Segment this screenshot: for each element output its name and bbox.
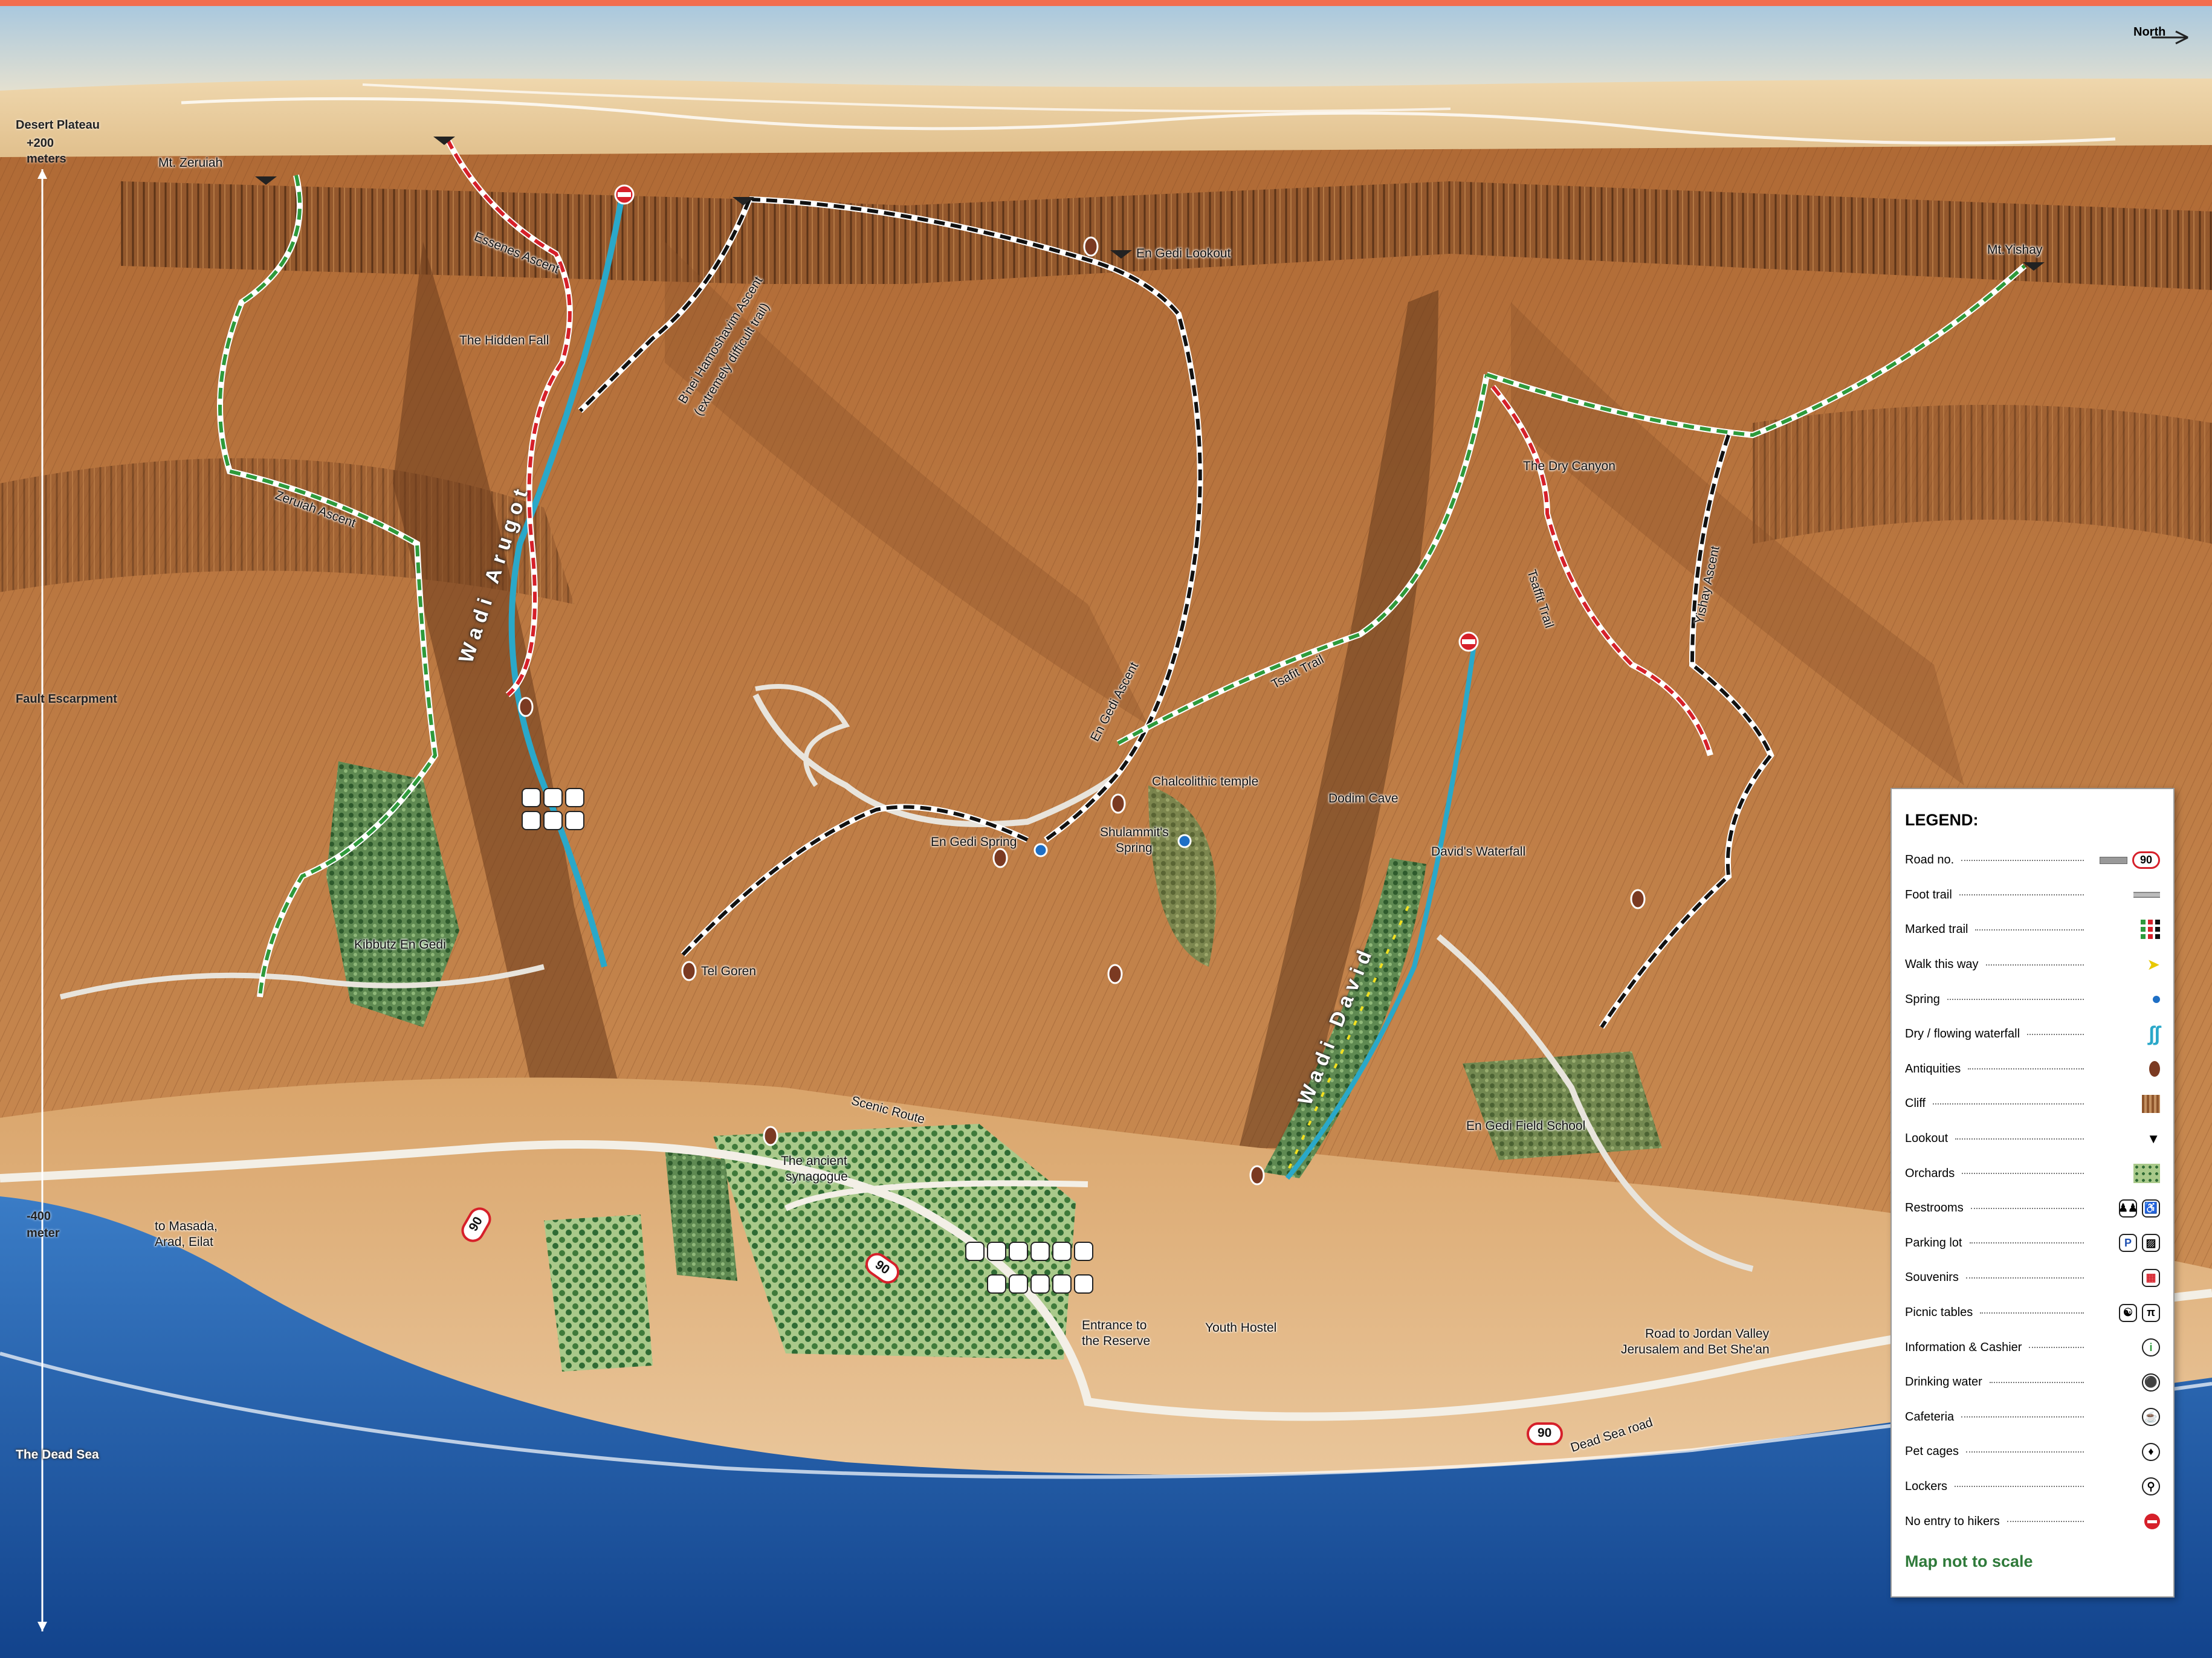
road-icon xyxy=(2099,856,2127,864)
entrance-label: Entrance to xyxy=(1082,1318,1147,1332)
mt-yishay-label: Mt.Yishay xyxy=(1987,243,2043,257)
accessible-icon: ♿ xyxy=(2142,1199,2160,1218)
parking-icon: P xyxy=(2119,1234,2137,1253)
legend-row-info: Information & Cashier i xyxy=(1905,1330,2160,1365)
minus-400-label: -400 xyxy=(27,1210,51,1223)
legend-row-restrooms: Restrooms ♟♟♿ xyxy=(1905,1191,2160,1226)
dead-sea-label: The Dead Sea xyxy=(16,1448,99,1462)
legend-row-lookout: Lookout ▼ xyxy=(1905,1131,2160,1146)
to-masada-label-2: Arad, Eilat xyxy=(155,1235,213,1249)
bus-parking-icon: ▨ xyxy=(2142,1234,2160,1253)
legend-row-walk: Walk this way ➤ xyxy=(1905,955,2160,974)
legend-row-parking: Parking lot P▨ xyxy=(1905,1226,2160,1261)
legend-row-cliff: Cliff xyxy=(1905,1086,2160,1121)
shulammit-spring-label-2: Spring xyxy=(1116,841,1153,855)
marked-trail-icon xyxy=(2141,919,2160,940)
legend-row-picnic: Picnic tables ☯π xyxy=(1905,1295,2160,1331)
mt-zeruiah-label: Mt. Zeruiah xyxy=(158,156,223,170)
jordan-road-label: Road to Jordan Valley xyxy=(1645,1327,1770,1341)
picnic-table-icon: π xyxy=(2142,1303,2160,1322)
waterfall-icon: ∫∫ xyxy=(2149,1022,2160,1046)
legend-row-foot-trail: Foot trail xyxy=(1905,878,2160,913)
arrow-icon: ➤ xyxy=(2147,955,2160,974)
orchard-icon xyxy=(2133,1164,2160,1184)
legend-row-marked-trail: Marked trail xyxy=(1905,912,2160,947)
plus-200-label: +200 xyxy=(27,137,54,150)
jordan-road-label-2: Jerusalem and Bet She'an xyxy=(1621,1343,1770,1356)
legend-row-water: Drinking water ⚫ xyxy=(1905,1365,2160,1400)
legend-title: LEGEND: xyxy=(1905,811,1979,829)
no-entry-icon xyxy=(2144,1514,2160,1530)
picnic-icon: ☯ xyxy=(2119,1303,2137,1322)
entrance-label-2: the Reserve xyxy=(1082,1334,1151,1348)
spring-icon xyxy=(2153,996,2160,1004)
legend-label: Road no. xyxy=(1905,853,1958,868)
legend-row-antiquities: Antiquities xyxy=(1905,1052,2160,1087)
water-icon: ⚫ xyxy=(2142,1373,2160,1392)
legend-row-pets: Pet cages ♦ xyxy=(1905,1434,2160,1469)
legend-row-souvenirs: Souvenirs ▦ xyxy=(1905,1260,2160,1295)
legend-panel: LEGEND: Road no. 90 Foot trail Marked tr… xyxy=(1890,788,2175,1598)
lookout-icon: ▼ xyxy=(2147,1131,2160,1146)
legend-row-road: Road no. 90 xyxy=(1905,843,2160,878)
legend-row-orchards: Orchards xyxy=(1905,1156,2160,1191)
to-masada-label: to Masada, xyxy=(155,1219,218,1233)
north-label: North xyxy=(2133,25,2166,39)
ancient-synagogue-label-2: synagogue xyxy=(786,1170,848,1184)
hidden-fall-label: The Hidden Fall xyxy=(459,334,549,347)
map-scale-note: Map not to scale xyxy=(1905,1552,2033,1570)
ancient-synagogue-label: The ancient xyxy=(781,1154,847,1168)
shulammit-spring-label: Shulammit's xyxy=(1100,825,1169,839)
restroom-icon: ♟♟ xyxy=(2118,1199,2138,1218)
desert-plateau-label: Desert Plateau xyxy=(16,118,100,132)
locker-icon: ⚲ xyxy=(2142,1477,2160,1496)
legend-row-cafeteria: Cafeteria ☕ xyxy=(1905,1400,2160,1435)
cafeteria-icon: ☕ xyxy=(2142,1408,2160,1427)
meter-label: meter xyxy=(27,1227,60,1240)
road-badge-icon: 90 xyxy=(2132,851,2160,869)
road-90-badge-east: 90 xyxy=(1538,1426,1552,1440)
legend-row-spring: Spring xyxy=(1905,982,2160,1017)
cliff-icon xyxy=(2142,1094,2160,1113)
chalcolithic-temple-label: Chalcolithic temple xyxy=(1152,775,1259,789)
antiquities-icon xyxy=(2149,1061,2160,1077)
legend-row-no-entry: No entry to hikers xyxy=(1905,1504,2160,1539)
field-school-label: En Gedi Field School xyxy=(1466,1119,1586,1133)
en-gedi-lookout-label: En Gedi Lookout xyxy=(1136,247,1231,260)
foot-trail-icon xyxy=(2133,892,2160,898)
pet-icon: ♦ xyxy=(2142,1442,2160,1461)
tel-goren-label: Tel Goren xyxy=(701,964,757,978)
souvenir-icon: ▦ xyxy=(2142,1268,2160,1287)
dry-canyon-label: The Dry Canyon xyxy=(1523,459,1615,473)
legend-row-waterfall: Dry / flowing waterfall ∫∫ xyxy=(1905,1022,2160,1046)
info-icon: i xyxy=(2142,1338,2160,1357)
en-gedi-spring-label: En Gedi Spring xyxy=(931,835,1017,849)
fault-escarpment-label: Fault Escarpment xyxy=(16,692,117,706)
meters-label: meters xyxy=(27,152,66,166)
davids-waterfall-label: David's Waterfall xyxy=(1431,845,1526,859)
kibbutz-en-gedi-label: Kibbutz En Gedi xyxy=(354,938,446,952)
legend-row-lockers: Lockers ⚲ xyxy=(1905,1469,2160,1505)
youth-hostel-label: Youth Hostel xyxy=(1205,1321,1277,1335)
dodim-cave-label: Dodim Cave xyxy=(1328,792,1399,805)
